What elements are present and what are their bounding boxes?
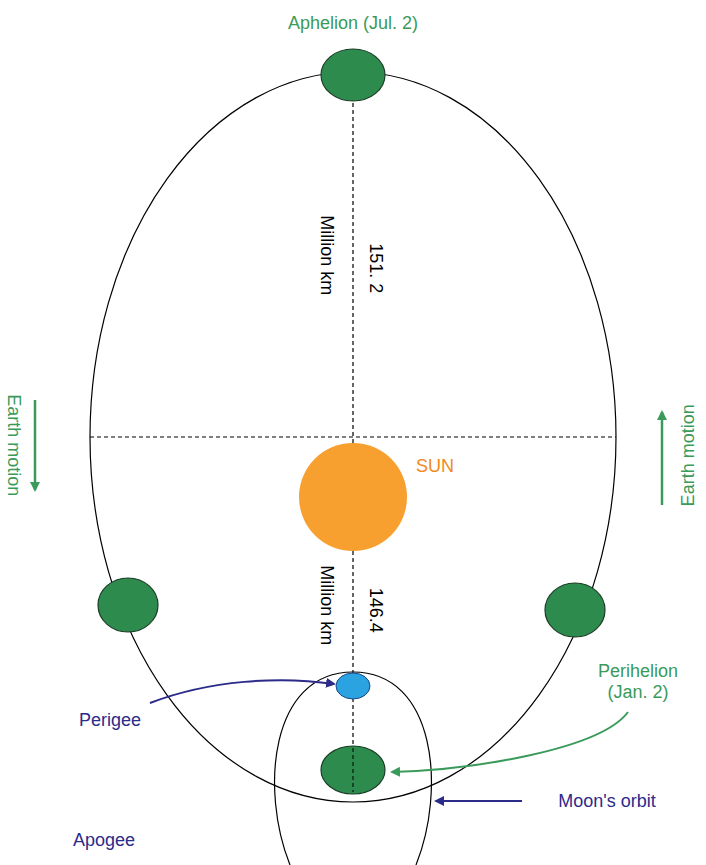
- earth-aphelion: Aphelion (Jul. 2): [320, 48, 386, 102]
- distance-value: 146.4: [366, 587, 387, 632]
- sun-label: SUN: [416, 456, 454, 477]
- aphelion-label: Aphelion (Jul. 2): [288, 13, 418, 34]
- sun-circle: SUN: [298, 442, 408, 552]
- node-shape: [298, 442, 408, 552]
- distance-value: 151. 2: [366, 243, 387, 293]
- distance-unit: Million km: [317, 215, 338, 295]
- motion-label: Earth motion: [678, 404, 699, 506]
- motion-label: Earth motion: [4, 394, 25, 496]
- distance-unit: Million km: [317, 565, 338, 645]
- perihelion-label: Perihelion (Jan. 2): [583, 661, 693, 702]
- moon-position-label: Perigee: [79, 710, 141, 731]
- moon-position-label: Apogee: [73, 830, 135, 851]
- moon-orbit-label: Moon's orbit: [558, 791, 655, 812]
- node-shape: [320, 48, 386, 102]
